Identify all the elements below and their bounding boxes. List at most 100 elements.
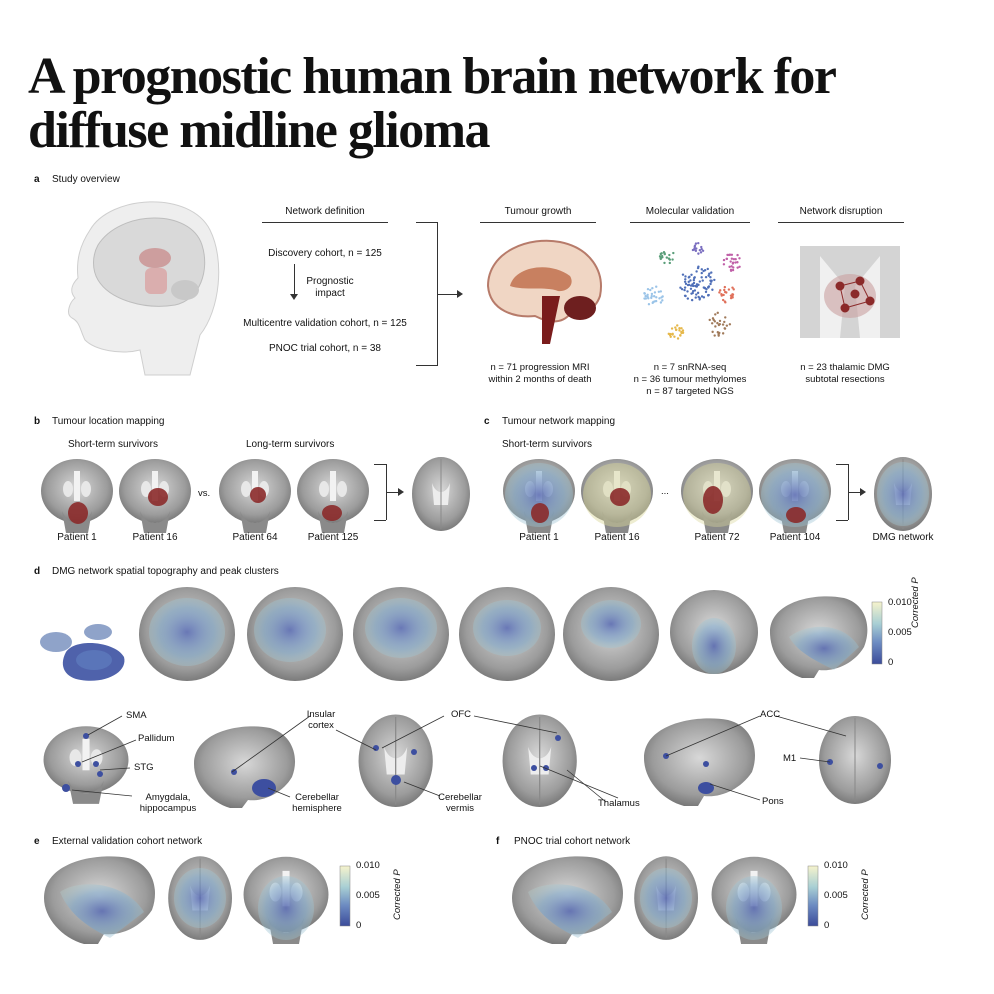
tsne-point <box>644 294 647 298</box>
region-insular-line2: cortex <box>308 720 334 731</box>
patient-label-b-3: Patient 64 <box>232 532 278 543</box>
tsne-point <box>716 331 720 334</box>
external-coronal-scan <box>243 856 329 945</box>
tsne-point <box>721 332 725 335</box>
tsne-point <box>678 329 681 332</box>
tsne-point <box>711 288 714 291</box>
patient-label-c-3: Patient 72 <box>694 532 740 543</box>
tumour-growth-heading: Tumour growth <box>504 206 572 217</box>
tsne-point <box>711 330 714 334</box>
tsne-point <box>727 288 731 291</box>
colorbar-e-tick-bottom: 0 <box>356 920 362 931</box>
tsne-point <box>697 295 700 299</box>
tsne-point <box>706 267 709 271</box>
short-term-survivors-c: Short-term survivors <box>502 439 593 450</box>
long-term-survivors-b: Long-term survivors <box>246 439 335 450</box>
tsne-point <box>683 286 687 289</box>
tsne-point <box>672 251 675 255</box>
tsne-point <box>709 275 712 279</box>
sagittal-peak-cluster-scan <box>194 726 296 808</box>
right-arrow-icon-b <box>398 488 404 496</box>
3d-brain-render-1 <box>139 587 235 681</box>
tsne-point <box>722 263 726 266</box>
tsne-point <box>680 287 684 291</box>
region-ofc: OFC <box>450 709 472 720</box>
tsne-point <box>658 297 661 300</box>
axial-top-peak-cluster-scan <box>819 716 891 804</box>
discovery-cohort-text: Discovery cohort, n = 125 <box>268 248 382 259</box>
tsne-point <box>722 293 725 297</box>
tsne-point <box>732 288 735 291</box>
tsne-point <box>718 291 721 294</box>
tsne-point <box>700 245 703 249</box>
external-sagittal-scan <box>44 856 155 944</box>
tsne-point <box>736 261 739 264</box>
coronal-scan-patient-125 <box>297 459 369 533</box>
vs-text: vs. <box>198 488 211 499</box>
tsne-point <box>718 322 722 326</box>
dmg-network-axial <box>873 456 933 532</box>
tsne-point <box>721 298 725 302</box>
tsne-point <box>670 327 674 330</box>
tsne-point <box>689 287 693 290</box>
child-head-illustration <box>68 201 220 376</box>
tsne-point <box>716 311 719 315</box>
tsne-point <box>713 320 717 323</box>
colorbar-f <box>807 865 819 927</box>
region-thalamus: Thalamus <box>598 798 640 809</box>
3d-brain-coronal-render <box>670 590 758 674</box>
colorbar-f-tick-top: 0.010 <box>824 860 848 871</box>
tsne-point <box>688 275 691 279</box>
tsne-point <box>665 256 669 259</box>
tsne-point <box>713 334 716 337</box>
tsne-point <box>661 256 664 259</box>
tsne-point <box>660 296 663 299</box>
tsne-point <box>684 275 687 278</box>
tsne-point <box>686 283 690 287</box>
tsne-point <box>663 261 666 265</box>
3d-brain-render-3 <box>353 587 449 681</box>
colorbar-d-tick-bottom: 0 <box>888 657 894 668</box>
colorbar-e <box>339 865 351 927</box>
tsne-point <box>668 333 672 337</box>
region-amygdala-line1: Amygdala, <box>145 792 191 803</box>
tsne-point <box>687 280 690 284</box>
panel-e-title: External validation cohort network <box>52 836 203 847</box>
tsne-point <box>661 299 664 302</box>
tsne-point <box>655 296 658 299</box>
tsne-point <box>710 271 713 274</box>
tsne-point <box>673 335 676 338</box>
tsne-point <box>736 266 739 269</box>
tsne-point <box>699 251 703 254</box>
tsne-point <box>710 279 713 282</box>
region-sma: SMA <box>126 710 147 721</box>
right-arrow-icon-c <box>860 488 866 496</box>
coronal-scan-patient-64 <box>219 459 291 533</box>
tsne-point <box>657 290 661 293</box>
tsne-point <box>668 261 672 265</box>
panel-b-title: Tumour location mapping <box>52 416 165 427</box>
panel-e-label: e <box>34 836 40 847</box>
region-amygdala-line2: hippocampus <box>139 803 197 814</box>
tsne-point <box>681 331 685 334</box>
tsne-point <box>684 282 688 286</box>
molecular-validation-heading: Molecular validation <box>645 206 735 217</box>
3d-brain-sagittal-render <box>770 596 868 678</box>
tsne-point <box>679 286 682 289</box>
molecular-caption-2: n = 36 tumour methylomes <box>633 374 747 385</box>
tsne-point <box>692 278 696 282</box>
tsne-point <box>684 278 687 281</box>
tsne-point <box>708 272 711 275</box>
tsne-point <box>643 292 646 295</box>
tsne-point <box>697 265 700 268</box>
tsne-point <box>731 261 735 264</box>
tsne-point <box>701 249 705 252</box>
tsne-point <box>713 278 716 282</box>
brainstem-3d-render <box>40 624 125 681</box>
tsne-point <box>698 280 702 283</box>
tsne-point <box>731 296 734 299</box>
tsne-point <box>694 284 697 288</box>
panel-a-title: Study overview <box>52 174 120 185</box>
tsne-point <box>690 298 694 302</box>
